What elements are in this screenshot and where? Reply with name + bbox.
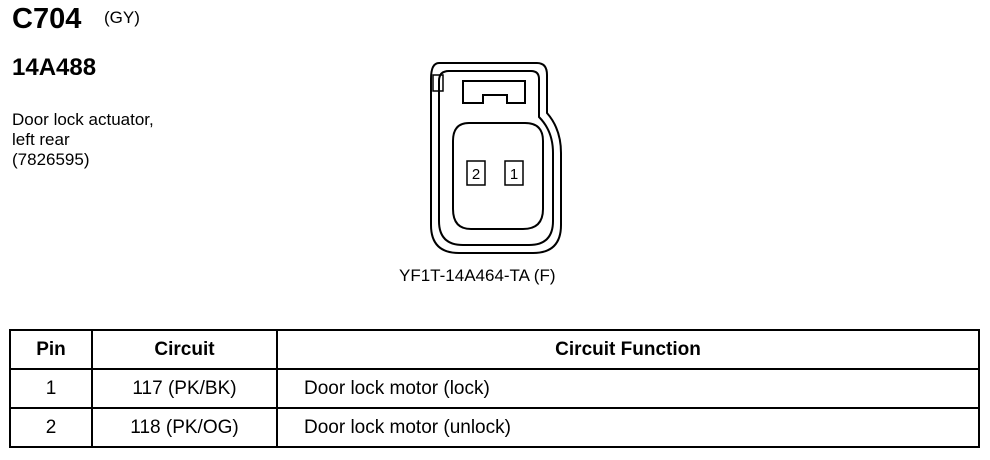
cell-pin: 1 <box>9 368 93 409</box>
cell-circuit: 118 (PK/OG) <box>91 407 278 448</box>
connector-part-number: YF1T-14A464-TA (F) <box>399 266 556 285</box>
header-circuit: Circuit <box>91 329 278 370</box>
connector-face-diagram: 2 1 <box>430 62 562 254</box>
description-line: left rear <box>12 130 70 149</box>
pin-table: Pin Circuit Circuit Function 1 117 (PK/B… <box>9 329 980 448</box>
pin-2-label: 2 <box>472 166 480 183</box>
header-pin: Pin <box>9 329 93 370</box>
pin-1-cavity <box>504 160 524 186</box>
component-description: Door lock actuator, left rear (7826595) <box>12 110 154 170</box>
table-row: 2 118 (PK/OG) Door lock motor (unlock) <box>9 407 980 448</box>
cell-function: Door lock motor (lock) <box>276 368 980 409</box>
connector-outer-shell <box>430 62 562 254</box>
cell-pin: 2 <box>9 407 93 448</box>
table-header-row: Pin Circuit Circuit Function <box>9 329 980 370</box>
pin-1-label: 1 <box>510 166 518 183</box>
pin-cavity-housing <box>452 122 544 230</box>
connector-id: C704 <box>12 3 82 35</box>
latch-tab <box>432 74 444 92</box>
table-row: 1 117 (PK/BK) Door lock motor (lock) <box>9 368 980 409</box>
connector-inner-shell <box>438 70 554 246</box>
component-part-number: 14A488 <box>12 54 97 81</box>
pin-2-cavity <box>466 160 486 186</box>
connector-color-code: (GY) <box>104 8 140 27</box>
description-line: (7826595) <box>12 150 90 169</box>
key-slot <box>462 80 526 104</box>
description-line: Door lock actuator, <box>12 110 154 129</box>
cell-circuit: 117 (PK/BK) <box>91 368 278 409</box>
header-circuit-function: Circuit Function <box>276 329 980 370</box>
cell-function: Door lock motor (unlock) <box>276 407 980 448</box>
